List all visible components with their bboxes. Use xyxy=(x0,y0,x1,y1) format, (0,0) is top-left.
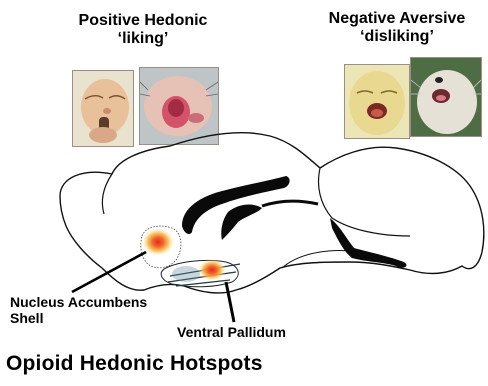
nucleus-pointer-line xyxy=(72,252,146,292)
nucleus-accumbens-label: Nucleus Accumbens Shell xyxy=(10,294,147,326)
figure-title: Opioid Hedonic Hotspots xyxy=(6,352,263,376)
brain-outline xyxy=(60,133,484,293)
ventral-pallidum-label: Ventral Pallidum xyxy=(177,324,286,340)
third-ventricle xyxy=(221,205,262,240)
ventral-pallidum-shade xyxy=(172,266,200,282)
lateral-ventricle xyxy=(182,176,290,234)
nucleus-accumbens-hotspot xyxy=(142,228,174,256)
nucleus-accumbens-line1: Nucleus Accumbens xyxy=(10,294,147,310)
ventral-pallidum-hotspot xyxy=(198,259,226,281)
nucleus-accumbens-line2: Shell xyxy=(10,310,147,326)
aqueduct xyxy=(262,201,318,206)
olfactory-bulb xyxy=(102,174,112,214)
pallidum-pointer-line xyxy=(226,282,234,322)
fourth-ventricle xyxy=(330,218,406,268)
